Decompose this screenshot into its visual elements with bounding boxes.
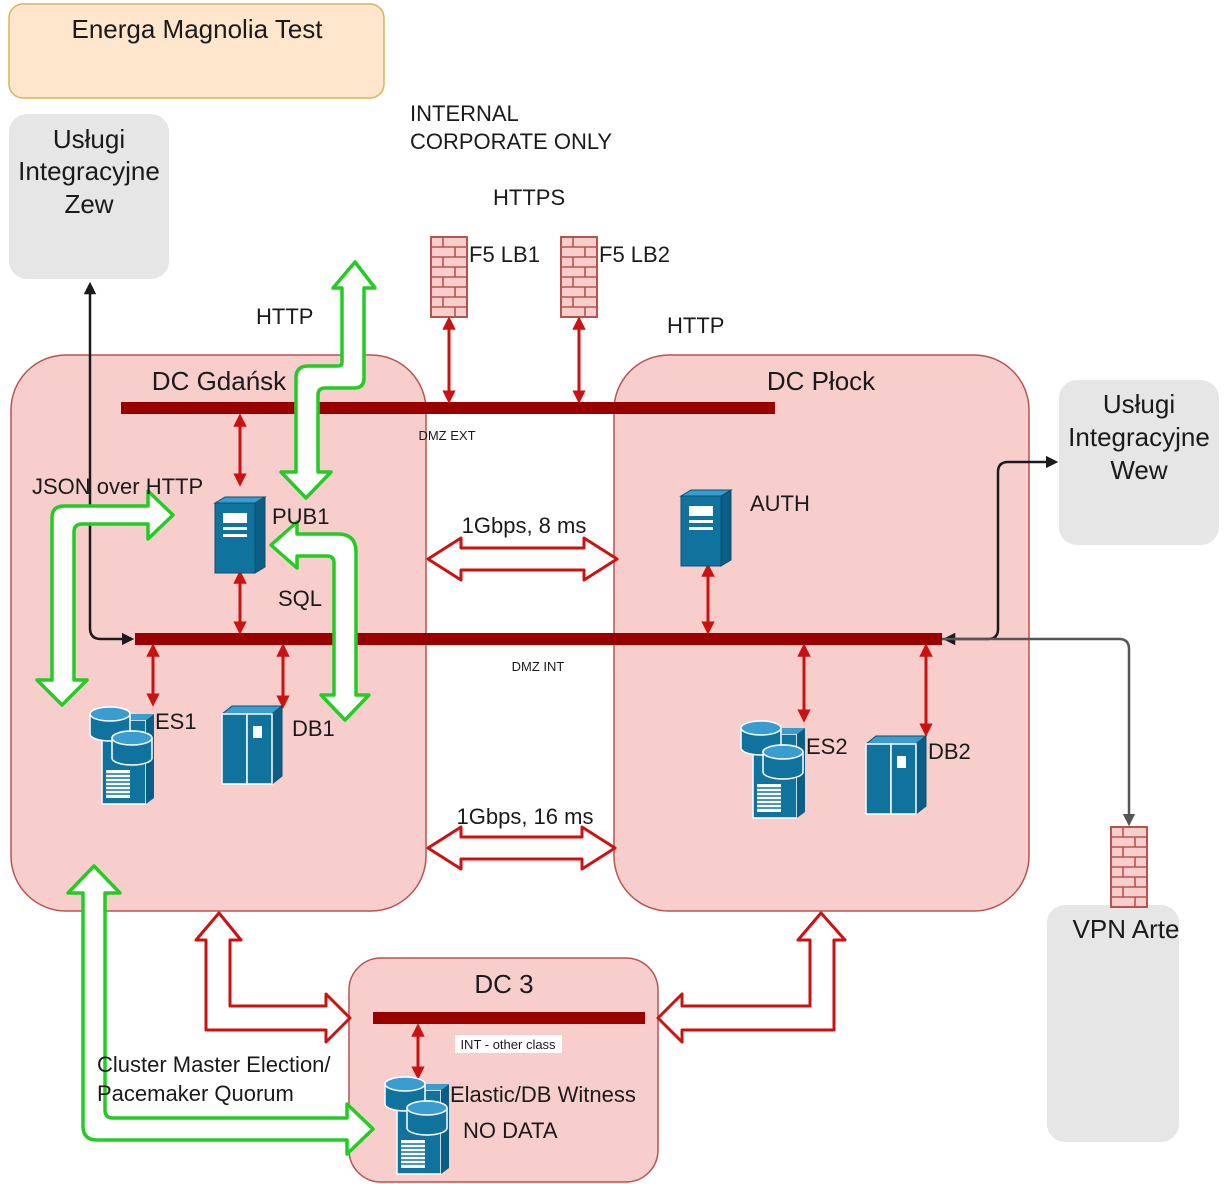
dmz-int-bus (135, 633, 942, 645)
gdansk-dc3-arrow (194, 911, 352, 1044)
vpn-arte-label: VPN Arte (1073, 914, 1180, 944)
auth-label: AUTH (750, 491, 810, 516)
uslugi-wew-line1: Usługi (1103, 389, 1175, 419)
auth-server-tower-icon (680, 489, 732, 567)
pub1-label: PUB1 (272, 504, 329, 529)
int-vpn-connector (942, 637, 1136, 827)
dc-plock-label: DC Płock (767, 366, 876, 396)
plock-dc3-arrow (656, 911, 847, 1044)
http-right-label: HTTP (667, 313, 724, 338)
uslugi-zew-line3: Zew (64, 189, 113, 219)
link-bottom-label: 1Gbps, 16 ms (457, 804, 594, 829)
uslugi-zew-line1: Usługi (53, 124, 125, 154)
es1-label: ES1 (155, 709, 197, 734)
cluster-label-line1: Cluster Master Election/ (97, 1052, 331, 1077)
f5-lb2-label: F5 LB2 (599, 242, 670, 267)
uslugi-wew-box (1059, 380, 1219, 545)
dmz-ext-label: DMZ EXT (418, 428, 475, 443)
dc3-label: DC 3 (474, 969, 533, 999)
vpn-arte-box (1047, 905, 1179, 1142)
db2-label: DB2 (928, 739, 971, 764)
int-other-bus (373, 1012, 645, 1024)
vpn-firewall-icon (1110, 826, 1148, 908)
uslugi-wew-line2: Integracyjne (1068, 422, 1210, 452)
dc-gdansk-label: DC Gdańsk (152, 366, 287, 396)
int-other-label: INT - other class (460, 1037, 556, 1052)
link-bottom-arrow (426, 825, 617, 871)
http-left-label: HTTP (256, 304, 313, 329)
json-over-http-label: JSON over HTTP (32, 474, 203, 499)
dmz-int-label: DMZ INT (512, 659, 565, 674)
link-top-label: 1Gbps, 8 ms (462, 513, 587, 538)
f5-lb2-firewall-icon (560, 236, 598, 318)
internal-note-line1: INTERNAL (410, 101, 519, 126)
f5-lb1-label: F5 LB1 (469, 242, 540, 267)
db2-mainframe-icon (865, 735, 927, 815)
sql-label: SQL (278, 586, 322, 611)
es2-label: ES2 (806, 734, 848, 759)
cluster-label-line2: Pacemaker Quorum (97, 1081, 294, 1106)
f5-lb1-firewall-icon (430, 236, 468, 318)
diagram-title: Energa Magnolia Test (71, 14, 323, 44)
title-box (8, 3, 385, 99)
pub1-server-tower-icon (214, 496, 266, 574)
https-label: HTTPS (493, 185, 565, 210)
http-green-arrow (279, 260, 377, 500)
uslugi-zew-line2: Integracyjne (18, 156, 160, 186)
no-data-label: NO DATA (463, 1118, 558, 1143)
cluster-green-arrow (66, 864, 375, 1156)
internal-note-line2: CORPORATE ONLY (410, 129, 612, 154)
zew-int-connector (83, 281, 135, 646)
dmz-ext-bus (121, 402, 775, 414)
sql-green-arrow (269, 520, 371, 722)
uslugi-zew-box (9, 114, 169, 279)
db1-mainframe-icon (221, 705, 283, 785)
json-green-arrow (35, 489, 175, 707)
link-top-arrow (426, 536, 619, 582)
db1-label: DB1 (292, 716, 335, 741)
witness-label: Elastic/DB Witness (450, 1082, 636, 1107)
uslugi-wew-line3: Wew (1110, 455, 1168, 485)
